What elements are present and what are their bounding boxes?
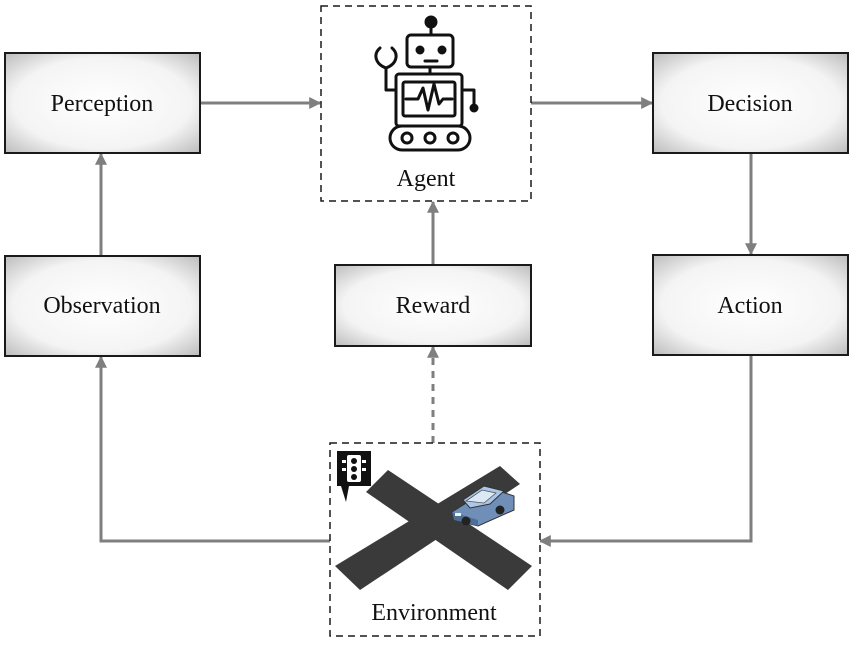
node-perception-label: Perception — [51, 91, 154, 117]
node-decision-label: Decision — [707, 91, 792, 117]
edges — [95, 97, 757, 547]
robot-icon — [374, 15, 479, 152]
edge-environment-to-observation — [95, 355, 330, 543]
node-decision: Decision — [652, 52, 849, 154]
node-agent-label: Agent — [397, 166, 456, 192]
node-observation: Observation — [4, 255, 201, 357]
node-action-label: Action — [717, 293, 782, 319]
node-decision-box — [652, 52, 849, 154]
node-reward-box — [334, 264, 532, 347]
node-observation-label: Observation — [43, 293, 160, 319]
node-reward: Reward — [334, 264, 532, 347]
node-observation-box — [4, 255, 201, 357]
node-reward-label: Reward — [396, 293, 471, 319]
edge-action-to-environment — [538, 355, 753, 547]
node-environment-label: Environment — [371, 600, 497, 626]
node-action-box — [652, 254, 849, 356]
node-perception-box — [4, 52, 201, 154]
node-action: Action — [652, 254, 849, 356]
node-perception: Perception — [4, 52, 201, 154]
node-environment: Environment — [329, 442, 541, 637]
car-icon — [451, 485, 515, 527]
traffic-light-icon — [337, 451, 371, 502]
node-agent: Agent — [320, 5, 532, 202]
